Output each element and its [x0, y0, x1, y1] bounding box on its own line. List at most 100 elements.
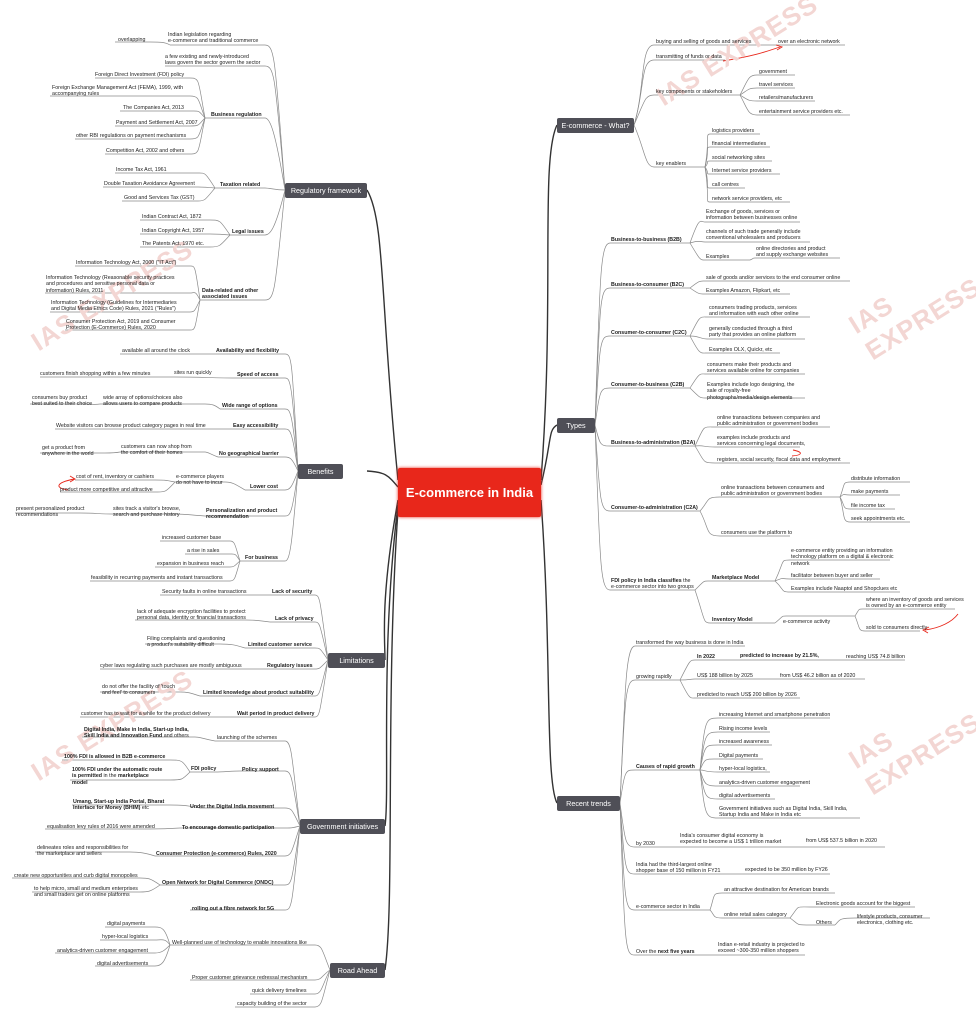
node: entertainment service providers etc. — [759, 109, 843, 115]
node: customer has to wait for a while for the… — [81, 711, 211, 717]
node: Business-to-administration (B2A) — [611, 440, 696, 446]
node: India's consumer digital economy is expe… — [680, 833, 782, 846]
node: government — [759, 69, 787, 75]
branch-types[interactable]: Types — [557, 418, 595, 433]
node: consumers make their products and servic… — [707, 362, 800, 375]
node: US$ 188 billion by 2025 — [697, 673, 753, 679]
node: Website visitors can browse product cate… — [56, 423, 206, 429]
node: Information Technology (Guidelines for I… — [51, 300, 177, 313]
node: Lower cost — [250, 484, 278, 490]
node: The Companies Act, 2013 — [123, 105, 184, 111]
node: Open Network for Digital Commerce (ONDC) — [162, 880, 274, 886]
node: call centres — [712, 182, 739, 188]
node: Proper customer grievance redressal mech… — [192, 975, 308, 981]
node: expansion in business reach — [157, 561, 224, 567]
node: Rising income levels — [719, 726, 768, 732]
node: Internet service providers — [712, 168, 772, 174]
node: do not offer the facility of 'touch and … — [102, 684, 176, 697]
node: sold to consumers directly — [866, 625, 928, 631]
node: increasing Internet and smartphone penet… — [719, 712, 831, 718]
branch-what[interactable]: E-commerce - What? — [557, 118, 634, 133]
node: from US$ 46.2 billion as of 2020 — [780, 673, 856, 679]
node: Indian legislation regarding e-commerce … — [168, 32, 259, 45]
branch-regulatory[interactable]: Regulatory framework — [285, 183, 367, 198]
node: Inventory Model — [712, 617, 753, 623]
node: Foreign Direct Investment (FDI) policy — [95, 72, 185, 78]
node: to help micro, small and medium enterpri… — [34, 886, 138, 899]
node: hyper-local logistics — [102, 934, 149, 940]
node: online directories and product and suppl… — [756, 246, 829, 259]
node: Data-related and other associated issues — [202, 288, 259, 301]
node: product more competitive and attractive — [60, 487, 153, 493]
node: cyber laws regulating such purchases are… — [100, 663, 242, 669]
node: Well-planned use of technology to enable… — [172, 940, 307, 946]
node: Income Tax Act, 1961 — [116, 167, 167, 173]
node: Business regulation — [211, 112, 262, 118]
node: 100% FDI is allowed in B2B e-commerce — [64, 754, 166, 760]
node: digital advertisements — [97, 961, 149, 967]
node: registers, social security, fiscal data … — [717, 457, 841, 463]
node: feasibility in recurring payments and in… — [91, 575, 223, 581]
central-topic[interactable]: E-commerce in India — [398, 468, 541, 517]
node: e-commerce players do not have to incur — [176, 474, 224, 487]
node: Limited customer service — [248, 642, 312, 648]
node: FDI policy — [191, 766, 217, 772]
node: Foreign Exchange Management Act (FEMA), … — [52, 85, 184, 98]
node: Electronic goods account for the biggest — [816, 901, 911, 907]
node: a few existing and newly-introduced laws… — [165, 54, 261, 67]
node: distribute information — [851, 476, 901, 482]
branch-limitations[interactable]: Limitations — [328, 653, 385, 668]
node: Good and Services Tax (GST) — [124, 195, 195, 201]
node: a rise in sales — [187, 548, 220, 554]
node: Policy support — [242, 767, 279, 773]
node: Taxation related — [220, 182, 261, 188]
node: Limited knowledge about product suitabil… — [203, 690, 314, 696]
branch-road[interactable]: Road Ahead — [330, 963, 385, 978]
node: Digital India, Make in India, Start-up I… — [84, 727, 189, 740]
node: Indian Contract Act, 1872 — [142, 214, 202, 220]
node: generally conducted through a third part… — [709, 326, 797, 339]
node: Consumer Protection Act, 2019 and Consum… — [66, 319, 176, 332]
branch-benefits[interactable]: Benefits — [298, 464, 343, 479]
node: buying and selling of goods and services — [656, 39, 752, 45]
branch-trends[interactable]: Recent trends — [557, 796, 620, 811]
node: over an electronic network — [778, 39, 840, 45]
node: For business — [245, 555, 278, 561]
node: Examples — [706, 254, 730, 260]
branch-govt[interactable]: Government initiatives — [300, 819, 385, 834]
node: Business-to-business (B2B) — [611, 237, 682, 243]
node: examples include products and services c… — [717, 435, 806, 448]
node: digital payments — [107, 921, 146, 927]
node: seek appointments etc. — [851, 516, 906, 522]
node: digital advertisements — [719, 793, 771, 799]
node: Examples include Naaptol and Shopclues e… — [791, 586, 898, 592]
node: customers finish shopping within a few m… — [40, 371, 151, 377]
node: Indian e-retail industry is projected to… — [718, 942, 805, 955]
node: Indian Copyright Act, 1957 — [142, 228, 205, 234]
node: key enablers — [656, 161, 687, 167]
node: Under the Digital India movement — [190, 804, 275, 810]
node: social networking sites — [712, 155, 765, 161]
node: Examples Amazon, Flipkart, etc — [706, 288, 781, 294]
node: customers can now shop from the comfort … — [121, 444, 192, 457]
node: make payments — [851, 489, 889, 495]
node: 100% FDI under the automatic route is pe… — [72, 767, 163, 786]
node: analytics-driven customer engagement — [57, 948, 148, 954]
node: create new opportunities and curb digita… — [14, 873, 138, 879]
node: sale of goods and/or services to the end… — [706, 275, 841, 281]
node: Easy accessibility — [233, 423, 279, 429]
node: e-commerce entity providing an informati… — [791, 548, 894, 567]
node: equalisation levy rules of 2016 were ame… — [47, 824, 155, 830]
node: key components or stakeholders — [656, 89, 733, 95]
node: e-commerce sector in India — [636, 904, 700, 910]
node: reaching US$ 74.8 billion — [846, 654, 905, 660]
node: Lack of security — [272, 589, 313, 595]
node: travel services — [759, 82, 793, 88]
node: Business-to-consumer (B2C) — [611, 282, 684, 288]
node: Personalization and product recommendati… — [206, 508, 278, 521]
node: where an inventory of goods and services… — [866, 597, 964, 610]
node: channels of such trade generally include… — [706, 229, 801, 242]
node: Speed of access — [237, 372, 279, 378]
node: rolling out a fibre network for 5G — [192, 906, 275, 912]
